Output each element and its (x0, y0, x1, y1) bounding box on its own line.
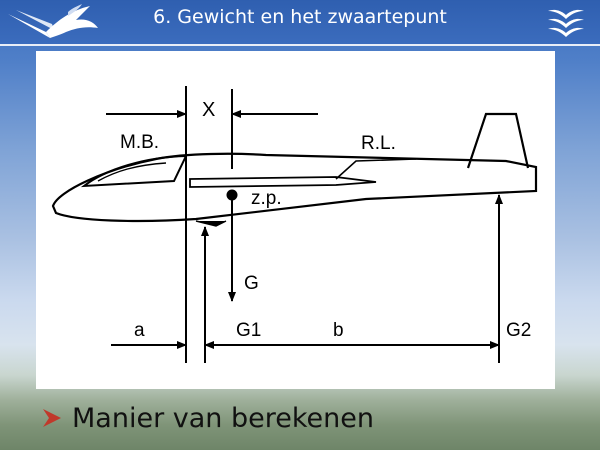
cg-point (226, 189, 238, 201)
label-b: b (333, 320, 344, 341)
label-g1: G1 (236, 320, 261, 341)
label-rl: R.L. (361, 133, 396, 154)
label-a: a (134, 320, 145, 341)
glider-cg-diagram: X M.B. R.L. z.p. G a G1 b G2 (36, 51, 555, 389)
slide-header (0, 0, 600, 44)
label-zp: z.p. (251, 188, 282, 209)
bullet-item: Manier van berekenen (40, 400, 374, 436)
rl-leader (335, 158, 417, 180)
diagram-svg: X M.B. R.L. z.p. G a G1 b G2 (51, 86, 538, 363)
fuselage-outline (51, 152, 538, 223)
header-divider (0, 44, 600, 46)
wing-root (189, 176, 377, 188)
landing-skid (195, 220, 227, 227)
label-g2: G2 (506, 320, 531, 341)
glider-logo-icon (8, 4, 98, 38)
label-g: G (244, 273, 259, 294)
label-mb: M.B. (120, 132, 159, 153)
label-x: X (202, 99, 215, 121)
fin-outline (466, 112, 530, 169)
arrow-bullet-icon (43, 409, 61, 427)
bullet-text: Manier van berekenen (72, 402, 374, 434)
wings-logo-icon (548, 9, 584, 37)
canopy-outline (80, 154, 188, 188)
slide-title: 6. Gewicht en het zwaartepunt (153, 6, 447, 28)
